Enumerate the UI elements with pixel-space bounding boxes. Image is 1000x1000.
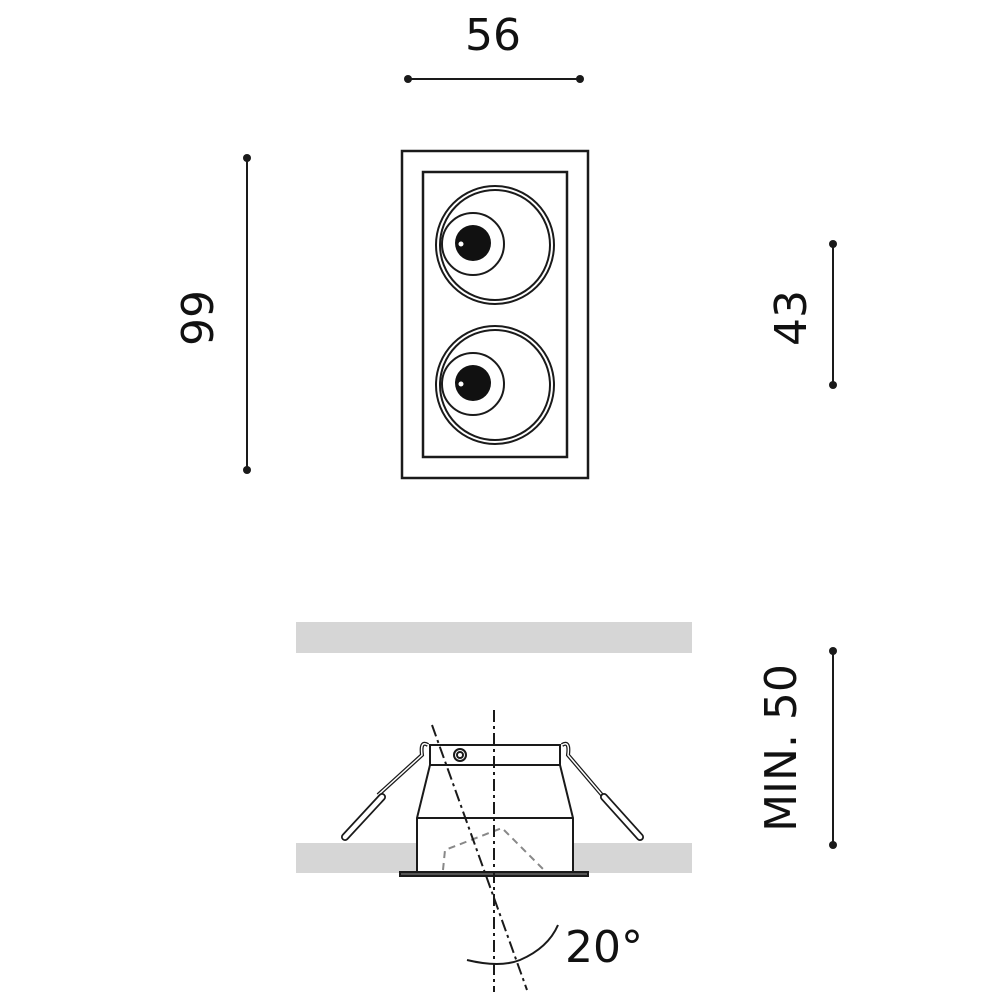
height-label: 99 [173, 290, 224, 346]
depth-label: 43 [766, 290, 817, 346]
lens-icon [455, 225, 491, 261]
min-clearance-label: MIN. 50 [756, 664, 807, 832]
front-view [400, 149, 590, 480]
spotlight-bottom [435, 325, 555, 445]
inner-frame [421, 170, 569, 459]
outer-frame [400, 149, 590, 480]
ceiling-right [574, 843, 692, 873]
angle-arc [466, 924, 559, 965]
tilt-axis [431, 724, 528, 991]
min-clearance-dimension: MIN. 50 [756, 647, 837, 849]
tilt-angle-label: 20° [565, 922, 643, 973]
depth-dimension: 43 [766, 240, 837, 389]
spotlight-top [435, 185, 555, 305]
width-dimension: 56 [404, 10, 584, 83]
lens-icon [455, 365, 491, 401]
height-dimension: 99 [173, 154, 251, 474]
upper-ceiling [296, 622, 692, 653]
ceiling-left [296, 843, 416, 873]
side-view: 20° [296, 622, 692, 992]
width-label: 56 [465, 10, 521, 61]
